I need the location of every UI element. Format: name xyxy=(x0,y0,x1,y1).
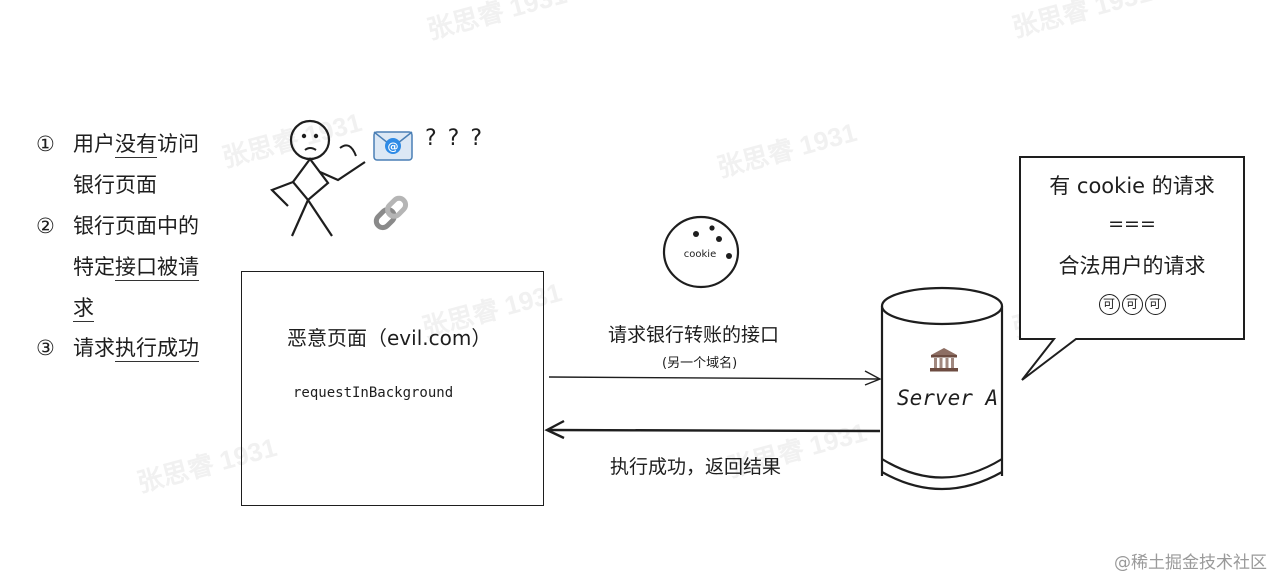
step-number: ① xyxy=(36,132,55,156)
step-text: 请求 xyxy=(73,336,115,360)
step-text: 接口 xyxy=(115,255,157,281)
watermark: 张思睿 1931 xyxy=(423,0,570,45)
email-icon: @ xyxy=(373,131,413,161)
step-text: 没有 xyxy=(115,132,157,158)
step-text: 求 xyxy=(73,296,94,322)
step-line: 特定接口被请 xyxy=(73,247,199,288)
step-text: 银行页面 xyxy=(73,173,157,197)
evil-page-box: 恶意页面（evil.com） requestInBackground xyxy=(241,271,544,506)
step-line: 银行页面中的 xyxy=(73,206,199,247)
response-label: 执行成功，返回结果 xyxy=(610,456,782,478)
step-number: ③ xyxy=(36,336,55,360)
ke-badge-icon: 可 xyxy=(1098,294,1120,315)
bank-icon xyxy=(930,348,958,372)
stick-figure xyxy=(270,119,366,237)
step-line: 求 xyxy=(73,288,94,329)
watermark: 张思睿 1931 xyxy=(1008,0,1155,43)
evil-page-code: requestInBackground xyxy=(293,385,454,401)
footer-credit: @稀土掘金技术社区 xyxy=(1114,553,1267,573)
step-text: 被请 xyxy=(157,255,199,281)
ke-badge-icon: 可 xyxy=(1121,294,1143,315)
step-line: 请求执行成功 xyxy=(73,328,199,369)
step-text: 执行成功 xyxy=(115,336,199,362)
server-cylinder xyxy=(880,286,1004,491)
step-text: 特定 xyxy=(73,255,115,279)
cookie-label: cookie xyxy=(684,249,716,260)
bubble-line-2: === xyxy=(1108,213,1156,235)
watermark: 张思睿 1931 xyxy=(713,116,860,183)
step-text: 访问 xyxy=(157,132,199,156)
step-text: 用户 xyxy=(73,132,115,156)
response-arrow xyxy=(547,428,881,433)
cookie-icon: cookie xyxy=(662,215,740,289)
step-line: 用户没有访问 xyxy=(73,124,199,165)
server-label: Server A xyxy=(897,386,999,410)
step-text: 银行页面中的 xyxy=(73,214,199,238)
bubble-line-1: 有 cookie 的请求 xyxy=(1049,174,1215,198)
ke-badge-icon: 可 xyxy=(1144,294,1166,315)
request-arrow xyxy=(548,376,880,380)
email-symbol: @ xyxy=(388,140,399,153)
step-line: 银行页面 xyxy=(73,165,157,206)
evil-page-title: 恶意页面（evil.com） xyxy=(287,326,492,350)
speech-bubble xyxy=(1019,156,1245,381)
request-label: 请求银行转账的接口 xyxy=(608,324,780,346)
bubble-line-3: 合法用户的请求 xyxy=(1058,254,1206,278)
bubble-emoji-row: 可可可 xyxy=(1020,294,1244,315)
step-number: ② xyxy=(36,214,55,238)
question-marks: ? ? ? xyxy=(425,126,485,151)
link-icon xyxy=(373,195,409,231)
arrows xyxy=(544,370,882,440)
request-sublabel: (另一个域名) xyxy=(662,356,738,371)
